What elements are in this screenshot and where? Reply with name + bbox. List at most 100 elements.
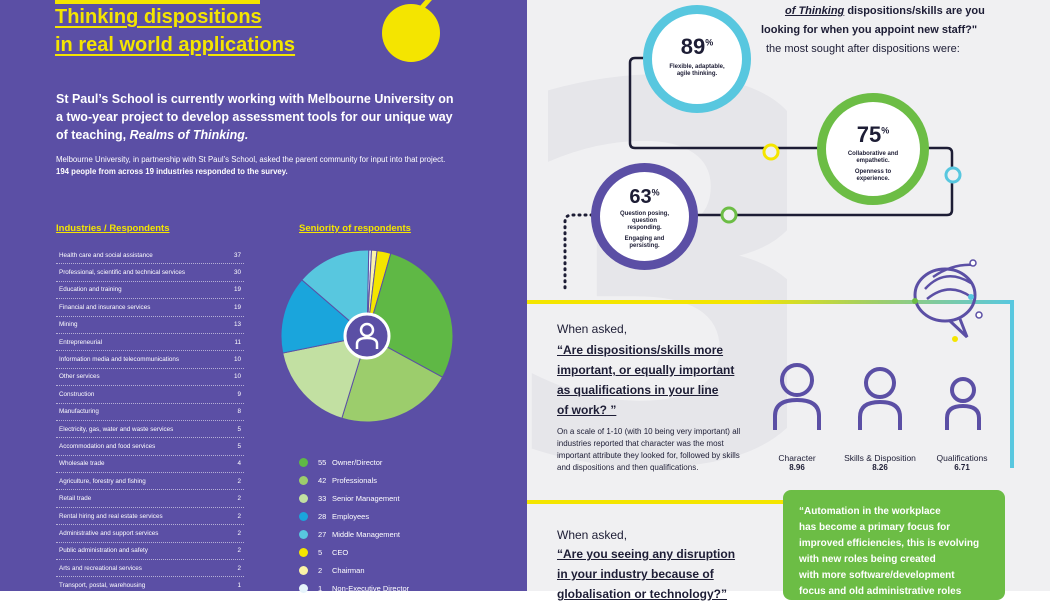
question-3: “Are you seeing any disruption in your i…: [557, 544, 735, 604]
title-line-2: in real world applications: [55, 34, 296, 56]
question-1-line-2: looking for when you appoint new staff?": [761, 24, 978, 36]
industry-name: Other services: [59, 373, 100, 381]
figure-character: Character 8.96: [762, 453, 832, 472]
industry-count: 2: [237, 547, 241, 555]
industry-name: Electricity, gas, water and waste servic…: [59, 425, 174, 433]
quote-line: focus and old administrative roles: [799, 586, 962, 597]
industry-name: Rental hiring and real estate services: [59, 512, 163, 520]
figure-value: 8.26: [872, 463, 888, 472]
figure-label: Character: [778, 453, 816, 463]
question-2-line: important, or equally important: [557, 363, 735, 377]
yellow-lollipop-icon: [382, 0, 440, 62]
legend-swatch: [299, 511, 308, 521]
industry-row: Wholesale trade 4: [56, 456, 244, 474]
legend-label: Chairman: [332, 565, 365, 575]
question-2: “Are dispositions/skills more important,…: [557, 340, 734, 420]
industry-count: 30: [233, 269, 241, 277]
industries-heading: Industries / Respondents: [56, 223, 170, 234]
industry-count: 2: [237, 529, 241, 537]
legend-item: 1 Non-Executive Director: [299, 579, 409, 597]
legend-item: 33 Senior Management: [299, 489, 409, 507]
legend-count: 5: [318, 547, 323, 557]
industry-count: 9: [237, 390, 241, 398]
legend-label: Owner/Director: [332, 457, 383, 467]
industry-count: 13: [233, 321, 241, 329]
pie-slice-middle-management: [301, 249, 370, 338]
legend-item: 55 Owner/Director: [299, 453, 409, 471]
industry-name: Entrepreneurial: [59, 338, 103, 346]
quote-line: with more software/development: [799, 570, 955, 581]
legend-count: 28: [318, 511, 327, 521]
industry-count: 2: [237, 512, 241, 520]
legend-swatch: [299, 565, 308, 575]
title-line-1: Thinking dispositions: [55, 6, 262, 28]
quote-line: with new roles being created: [799, 554, 936, 565]
legend-swatch: [299, 529, 308, 539]
industry-row: Other services 10: [56, 369, 244, 387]
question-3-line: “Are you seeing any disruption: [557, 547, 736, 561]
question-3-line: in your industry because of: [557, 567, 714, 581]
legend-label: Non-Executive Director: [332, 583, 410, 593]
industry-name: Health care and social assistance: [59, 251, 153, 259]
industry-count: 5: [237, 442, 241, 450]
figure-label: Skills & Disposition: [844, 453, 916, 463]
stat-description: Flexible, adaptable, agile thinking.: [669, 64, 725, 77]
industry-count: 10: [233, 373, 241, 381]
legend-count: 1: [318, 583, 323, 593]
legend-swatch: [299, 547, 308, 557]
intro-paragraph: St Paul’s School is currently working wi…: [56, 92, 454, 142]
stat-circle-questioning: 63% Question posing, question responding…: [591, 163, 698, 270]
legend-item: 28 Employees: [299, 507, 409, 525]
industry-name: Transport, postal, warehousing: [59, 582, 146, 590]
legend-label: Professionals: [332, 475, 378, 485]
legend-count: 55: [318, 457, 327, 467]
industry-name: Agriculture, forestry and fishing: [59, 477, 146, 485]
stat-circle-flexible: 89% Flexible, adaptable, agile thinking.: [643, 5, 751, 113]
stat-description: Question posing, question responding.: [620, 211, 669, 231]
figure-qualifications: Qualifications 6.71: [926, 453, 998, 472]
industry-count: 4: [237, 460, 241, 468]
pie-slice-owner-director: [366, 252, 454, 378]
stat-percent: 89%: [680, 34, 714, 59]
automation-quote-box: “Automation in the workplace has become …: [783, 490, 1005, 600]
quote-line: improved efficiencies, this is evolving: [799, 538, 980, 549]
industry-count: 19: [233, 303, 241, 311]
industry-name: Wholesale trade: [59, 460, 105, 468]
legend-label: Senior Management: [332, 493, 400, 503]
person-skills-icon: [858, 367, 902, 430]
industry-name: Construction: [59, 390, 95, 398]
legend-label: Employees: [332, 511, 370, 521]
stat-circle-collaborative: 75% Collaborative and empathetic. Openne…: [817, 93, 929, 205]
industry-name: Accommodation and food services: [59, 442, 156, 450]
figure-label: Qualifications: [936, 453, 988, 463]
industry-count: 2: [237, 477, 241, 485]
legend-count: 2: [318, 565, 323, 575]
stat-percent: 75%: [856, 122, 890, 147]
thinking-speech-bubble-icon: [912, 259, 983, 342]
title-accent-bar: [55, 0, 260, 4]
industry-row: Transport, postal, warehousing 1: [56, 577, 244, 595]
industry-name: Mining: [59, 321, 78, 329]
pie-slice-senior-management: [282, 335, 368, 419]
connector-lines: [527, 56, 1014, 504]
legend-swatch: [299, 583, 308, 593]
legend-label: Middle Management: [332, 529, 400, 539]
stat-percent: 63%: [629, 186, 660, 208]
legend-count: 27: [318, 529, 327, 539]
figure-value: 6.71: [954, 463, 970, 472]
industry-count: 5: [237, 425, 241, 433]
industry-count: 1: [237, 582, 241, 590]
legend-count: 33: [318, 493, 327, 503]
industry-name: Professional, scientific and technical s…: [59, 269, 185, 277]
industry-name: Retail trade: [59, 495, 92, 503]
industry-row: Accommodation and food services 5: [56, 438, 244, 456]
